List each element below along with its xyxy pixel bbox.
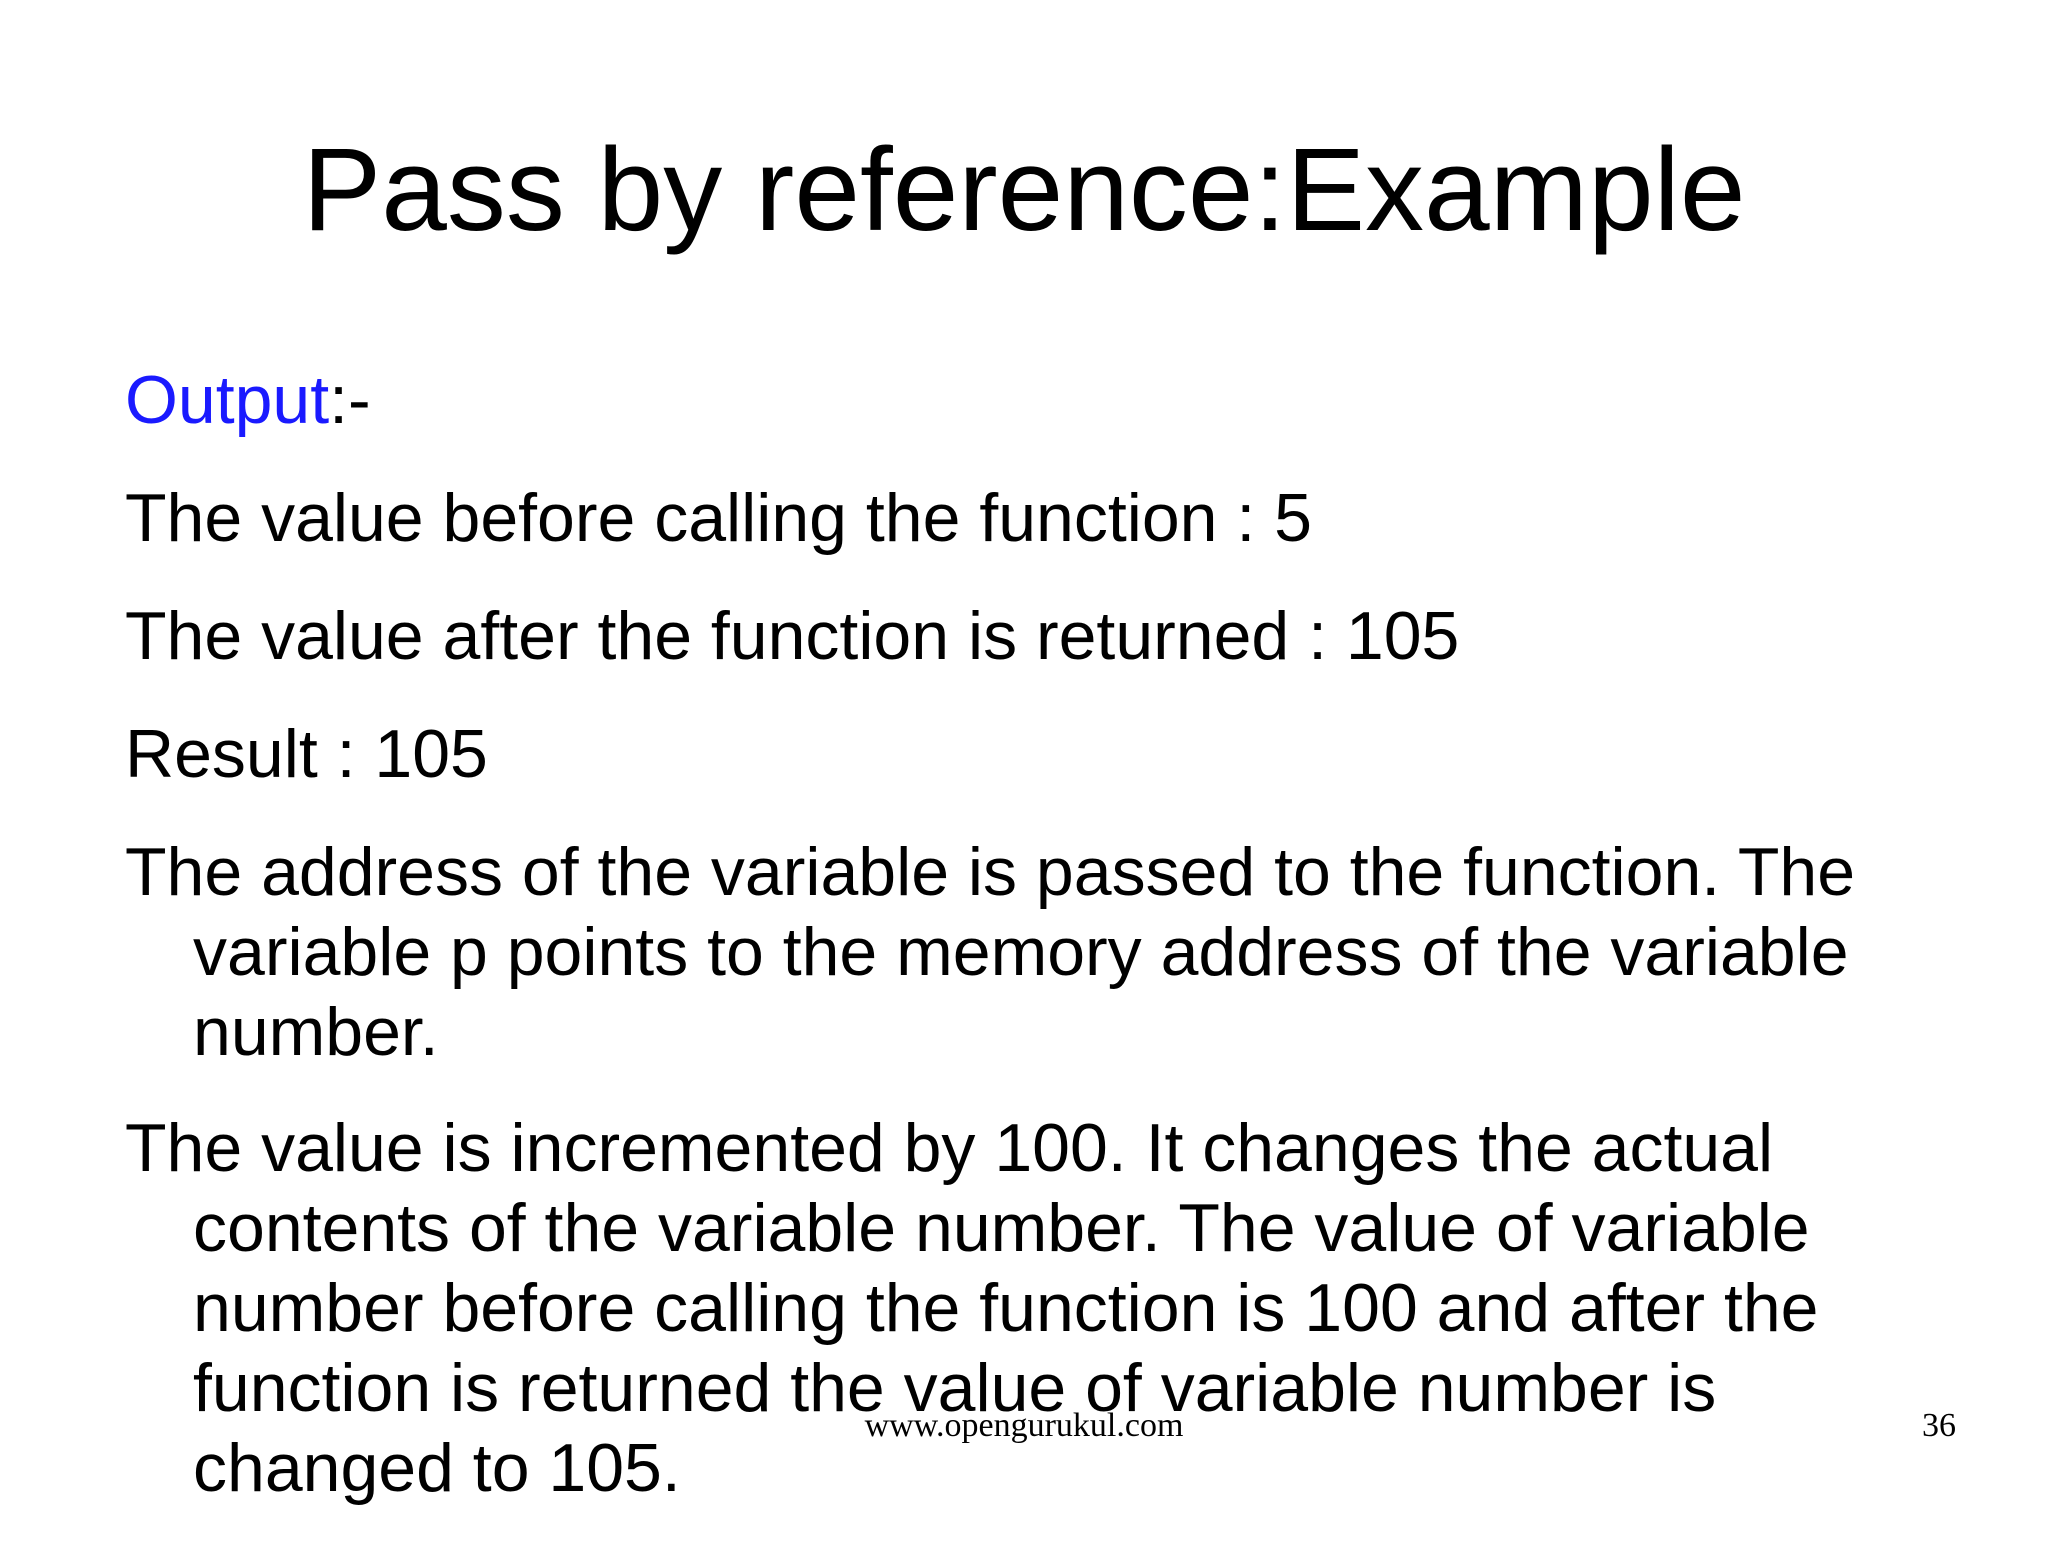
output-line-after: The value after the function is returned… bbox=[125, 598, 1460, 674]
footer-url: www.opengurukul.com bbox=[864, 1407, 1184, 1444]
output-line-before: The value before calling the function : … bbox=[125, 480, 1312, 556]
slide-content: Output:- The value before calling the fu… bbox=[125, 360, 1985, 1546]
explanation-increment: The value is incremented by 100. It chan… bbox=[125, 1110, 1819, 1506]
output-keyword: Output bbox=[125, 362, 330, 438]
slide-title: Pass by reference:Example bbox=[302, 124, 1746, 256]
output-heading: Output:- bbox=[125, 360, 1985, 440]
explanation-address: The address of the variable is passed to… bbox=[125, 834, 1856, 1070]
output-line-result: Result : 105 bbox=[125, 716, 488, 792]
output-suffix: :- bbox=[329, 362, 371, 438]
page-number: 36 bbox=[1922, 1407, 1956, 1444]
